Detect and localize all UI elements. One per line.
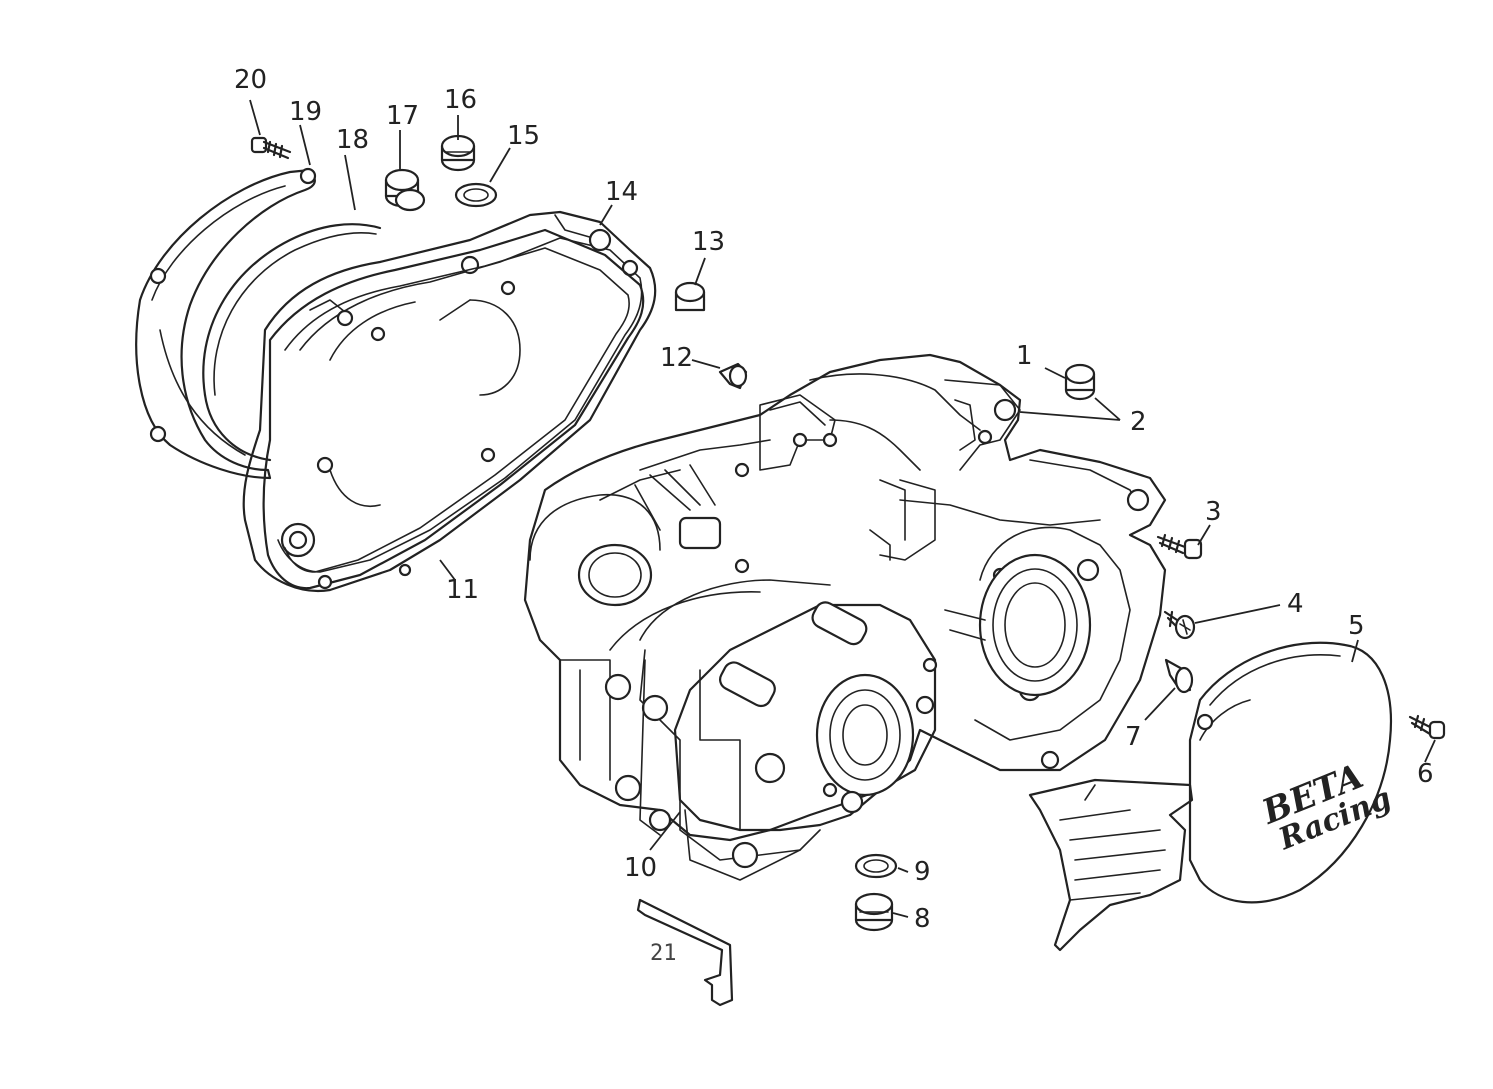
crankcase-left-half [523, 353, 1167, 842]
clutch-cover-seal-ring [202, 223, 382, 462]
callout-3: 3 [1205, 497, 1222, 527]
callout-9: 9 [914, 857, 931, 887]
crankcase-right-half [639, 373, 1150, 881]
dowel-1 [1064, 363, 1096, 401]
fitting-12 [718, 362, 748, 390]
beta-racing-logo: BETA Racing [1256, 756, 1396, 857]
plug-17 [384, 168, 426, 212]
fitting-7 [1164, 658, 1194, 694]
callout-7: 7 [1125, 722, 1142, 752]
bushing-13 [674, 281, 706, 312]
callout-4: 4 [1287, 589, 1304, 619]
leader-lines [249, 99, 1436, 918]
callout-19: 19 [289, 97, 322, 127]
callout-16: 16 [444, 85, 477, 115]
callout-10: 10 [624, 853, 657, 883]
clip-21 [636, 898, 734, 1007]
callout-21: 21 [650, 941, 677, 966]
washer-15 [454, 182, 498, 208]
clutch-cover-main [242, 210, 657, 593]
washer-9 [854, 853, 898, 879]
callout-6: 6 [1417, 759, 1434, 789]
callout-1: 1 [1016, 341, 1033, 371]
callout-labels: 20 19 18 17 16 15 14 13 12 1 2 3 4 5 6 7… [234, 65, 1434, 966]
callout-2: 2 [1130, 407, 1147, 437]
bolt-20 [250, 136, 292, 160]
callout-15: 15 [507, 121, 540, 151]
bolt-6 [1408, 714, 1446, 740]
plug-16 [440, 134, 476, 172]
callout-14: 14 [605, 177, 638, 207]
ignition-cover [1028, 641, 1392, 952]
bolt-3 [1156, 533, 1203, 560]
callout-13: 13 [692, 227, 725, 257]
callout-5: 5 [1348, 611, 1365, 641]
callout-8: 8 [914, 904, 931, 934]
screw-4 [1163, 610, 1196, 640]
callout-11: 11 [446, 575, 479, 605]
crankcase-gasket [609, 591, 761, 836]
callout-20: 20 [234, 65, 267, 95]
callout-12: 12 [660, 343, 693, 373]
callout-18: 18 [336, 125, 369, 155]
plug-8 [854, 892, 894, 932]
clutch-cover-gasket [262, 228, 645, 590]
callout-17: 17 [386, 101, 419, 131]
clutch-cover-outer [135, 167, 317, 480]
